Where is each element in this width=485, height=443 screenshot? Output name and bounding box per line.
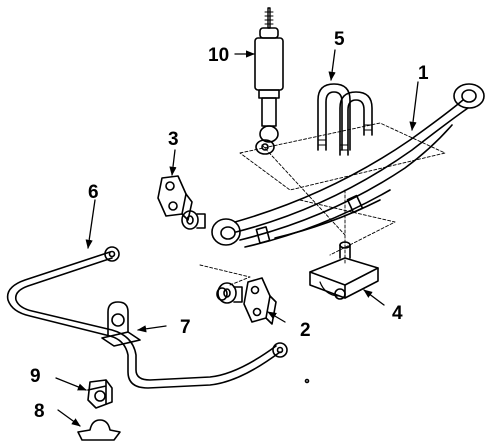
callout-3: 3	[168, 129, 179, 150]
shackle-bushings	[181, 210, 206, 230]
callout-2: 2	[300, 320, 311, 341]
u-bolts	[317, 83, 373, 156]
front-shackle	[157, 175, 193, 221]
callout-5: 5	[334, 29, 345, 50]
callout-9: 9	[30, 366, 41, 387]
callout-1: 1	[418, 63, 429, 84]
callout-8: 8	[34, 401, 45, 422]
callout-4: 4	[392, 303, 403, 324]
callout-10: 10	[208, 45, 229, 66]
leaf-spring	[211, 83, 485, 248]
leader-lines	[55, 49, 419, 427]
rear-shackle-bushings	[216, 282, 243, 304]
callout-7: 7	[180, 317, 191, 338]
stabilizer-bushing	[87, 379, 113, 409]
callout-6: 6	[88, 182, 99, 203]
stray-dot	[304, 378, 310, 384]
alignment-lines	[199, 122, 446, 286]
bushing-clamp	[77, 419, 121, 441]
stabilizer-bracket	[101, 301, 141, 347]
callout-labels: 1 2 3 4 5 6 7 8 9 10	[30, 29, 429, 422]
rear-shackle	[243, 277, 277, 325]
shock-absorber	[254, 7, 284, 155]
spring-seat-plate	[309, 241, 379, 300]
stabilizer-bar	[6, 246, 288, 389]
